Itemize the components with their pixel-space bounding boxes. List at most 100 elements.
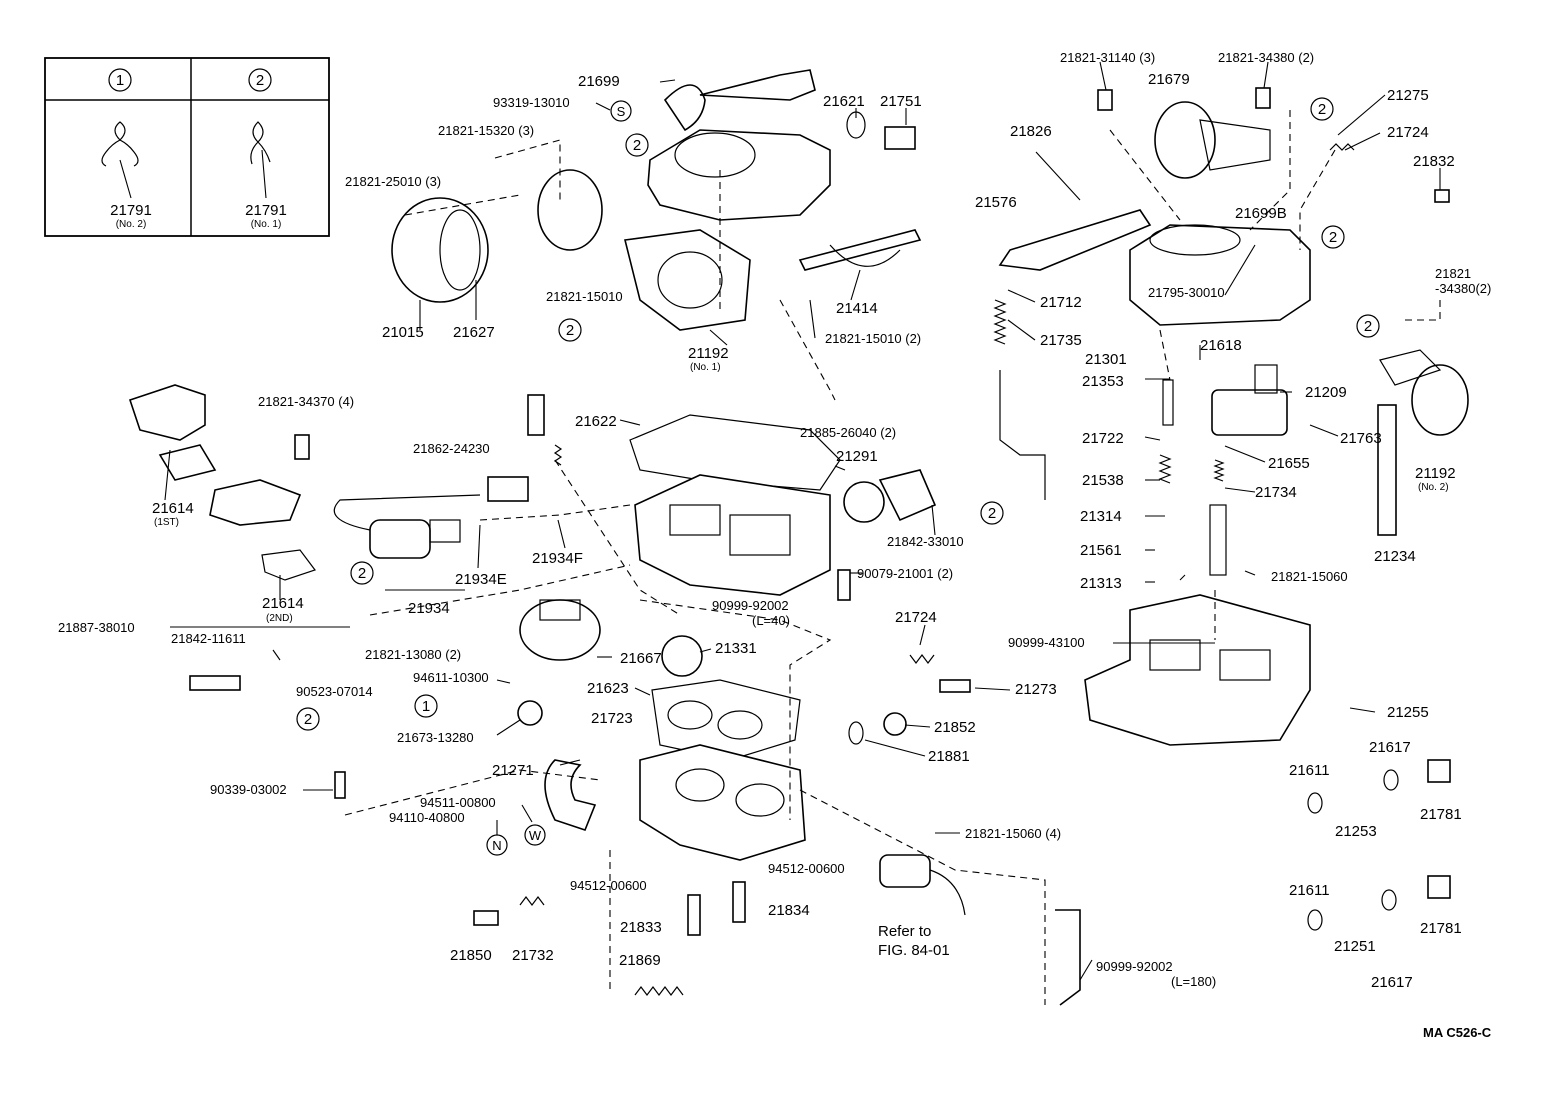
callout-c42: 90339-03002 (210, 782, 287, 797)
gasket-21611-b-drawing (1307, 909, 1323, 931)
callout-c74: 21209 (1305, 384, 1347, 401)
callout-c84: 21234 (1374, 548, 1416, 565)
clip-no2-icon (101, 121, 139, 199)
callout-c3: S (617, 104, 626, 119)
callout-c69: 21712 (1040, 294, 1082, 311)
fitting-21751-drawing (884, 126, 916, 150)
callout-c27: 21887-38010 (58, 620, 135, 635)
callout-c26: 90999-92002 (712, 598, 789, 613)
screw-21850-drawing (473, 910, 499, 926)
callout-c14: 21885-26040 (2) (800, 425, 896, 440)
callout-c60: 21679 (1148, 71, 1190, 88)
figure-code: MA C526-C (1423, 1025, 1492, 1040)
callout-c48: 94512-00600 (570, 878, 647, 893)
screw-21821-34380-drawing (1255, 87, 1271, 109)
callout-c58: 21821-31140 (3) (1060, 50, 1155, 65)
callout-c31: 94611-10300 (413, 670, 489, 685)
callout-c66: 21576 (975, 194, 1017, 211)
callout-c46: W (529, 828, 542, 843)
callout-c91: 21253 (1335, 823, 1377, 840)
callout-c77: 21655 (1268, 455, 1310, 472)
callout-c24: 21934 (408, 600, 450, 617)
gasket-21617-b-drawing (1381, 889, 1397, 911)
callout-c67: 21795-30010 (1148, 285, 1225, 300)
callout-c6: 21821-15320 (3) (438, 123, 534, 138)
screw-21862-drawing (527, 394, 545, 436)
vacuum-diaphragm-21679-drawing (1154, 101, 1271, 179)
marker-2-d: 2 (304, 711, 312, 728)
callout-c68: 21821 (1435, 266, 1471, 281)
callout-c17: 21614 (262, 595, 304, 612)
main-body-right-drawing (1084, 594, 1311, 746)
callout-c9: 21627 (453, 324, 495, 341)
callout-c11: 21192 (688, 345, 729, 362)
callout-c5: 21751 (880, 93, 922, 110)
clip-legend-table: 1 2 21791 (No. 2) 21791 (No. 1) (44, 57, 330, 237)
callout-c25: 90079-21001 (2) (857, 566, 953, 581)
needle-21353-drawing (1162, 379, 1174, 426)
legend-part-2: 21791 (245, 202, 287, 219)
callout-c63: 21832 (1413, 153, 1455, 170)
gasket-21331-drawing (661, 635, 703, 677)
clip-no1-icon (250, 121, 271, 199)
callout-c26n: (L=40) (752, 613, 790, 628)
screw-21273-drawing (939, 679, 971, 693)
callout-c70: 21735 (1040, 332, 1082, 349)
callout-c32: 21667 (620, 650, 662, 667)
pump-21667-drawing (519, 599, 601, 661)
callout-c62: 21724 (1387, 124, 1429, 141)
callout-c2: 93319-13010 (493, 95, 570, 110)
callout-labels: 21699 93319-13010 S 21621 21751 21821-15… (58, 50, 1491, 991)
washer-21881-drawing (848, 721, 864, 745)
solenoid-21934-drawing (333, 476, 529, 559)
callout-c93: 21781 (1420, 920, 1462, 937)
callout-c53: FIG. 84-01 (878, 942, 950, 959)
callout-c15: 21821-34370 (4) (258, 394, 354, 409)
legend-note-1: (No. 2) (116, 219, 147, 230)
callout-c68b: -34380(2) (1435, 281, 1491, 296)
callout-c78: 21538 (1082, 472, 1124, 489)
callout-c22: 21934F (532, 550, 583, 567)
callout-c57: 90999-92002 (1096, 959, 1173, 974)
screw-21834-drawing (732, 881, 746, 923)
callout-c80: 21192 (1415, 465, 1456, 482)
assembly-lines (344, 110, 1441, 1005)
callout-c29: 21821-13080 (2) (365, 647, 461, 662)
hose-90999-92002-drawing (1055, 909, 1081, 1006)
marker-2-b: 2 (566, 322, 574, 339)
callout-c20: 21291 (836, 448, 878, 465)
fitting-21673-drawing (517, 700, 543, 726)
callout-c85: 21313 (1080, 575, 1122, 592)
callout-c40: 21723 (591, 710, 633, 727)
callout-c36: 21273 (1015, 681, 1057, 698)
callout-c7: 21821-25010 (3) (345, 174, 441, 189)
callout-c65: 21699B (1235, 205, 1287, 222)
callout-c18: 21862-24230 (413, 441, 490, 456)
leader-lines (164, 61, 1441, 981)
callout-c44: 94110-40800 (389, 810, 465, 825)
marker-2-c: 2 (358, 565, 366, 582)
callout-c8: 21015 (382, 324, 424, 341)
callout-c94: 21251 (1334, 938, 1376, 955)
callout-c43: 94511-00800 (420, 795, 496, 810)
marker-2-a: 2 (633, 137, 641, 154)
diaphragm-21015-drawing (391, 169, 603, 303)
callout-c92: 21611 (1289, 882, 1330, 899)
callout-c80n: (No. 2) (1418, 482, 1449, 493)
legend-header-1: 1 (116, 72, 124, 89)
air-horn-drawing (647, 69, 831, 221)
callout-c54: 21850 (450, 947, 492, 964)
callout-c86: 90999-43100 (1008, 635, 1085, 650)
callout-c21: 21842-33010 (887, 534, 964, 549)
callout-c75: 21722 (1082, 430, 1124, 447)
callout-c23: 21934E (455, 571, 507, 588)
callout-c41: 21271 (492, 762, 534, 779)
callout-c45: N (492, 838, 501, 853)
callout-c90: 21781 (1420, 806, 1462, 823)
callout-c38: 21881 (928, 748, 970, 765)
callout-c83: 21821-15060 (1271, 569, 1348, 584)
marker-2-g: 2 (1329, 229, 1337, 246)
callout-c73: 21353 (1082, 373, 1124, 390)
callout-c16n: (1ST) (154, 517, 179, 528)
